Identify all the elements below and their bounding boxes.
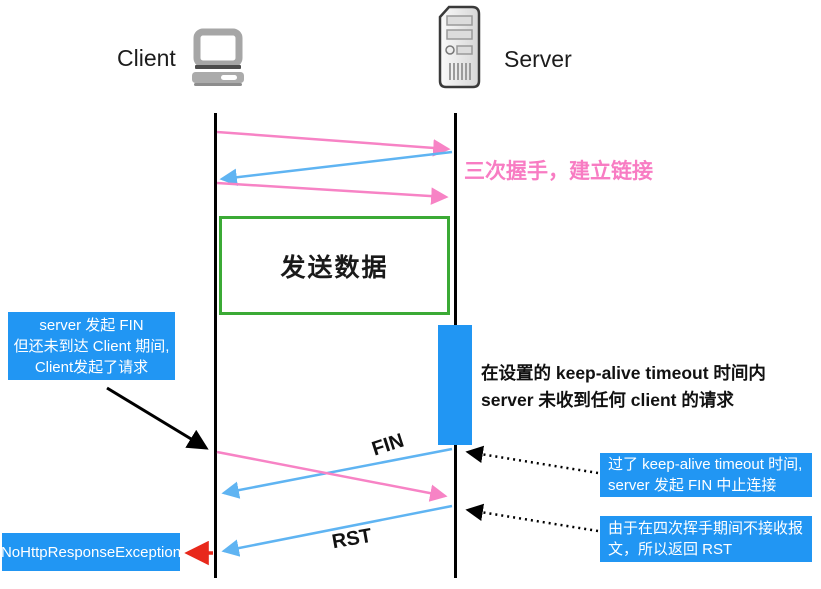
server-power-button	[445, 45, 455, 55]
callout-pointer-arrow	[106, 386, 209, 450]
rst-reason-callout: 由于在四次挥手期间不接收报 文，所以返回 RST	[600, 516, 812, 562]
laptop-screen	[193, 28, 243, 68]
keepalive-note-line-1: 在设置的 keep-alive timeout 时间内	[481, 363, 766, 383]
arrow-syn	[216, 130, 451, 157]
actor-client-label: Client	[117, 45, 176, 71]
timeout-callout-line-2: server 发起 FIN 中止连接	[608, 477, 777, 494]
arrow-rst	[221, 504, 453, 557]
exception-box: NoHttpResponseException	[0, 533, 182, 571]
server-activation-bar	[438, 325, 472, 445]
arrow-syn-ack	[219, 150, 453, 186]
server-bay-1	[446, 15, 473, 26]
server-icon	[438, 5, 481, 89]
laptop-hinge	[195, 65, 241, 69]
server-bay-3	[456, 45, 473, 55]
dotted-pointer-rst-reason	[465, 503, 599, 533]
send-data-label: 发送数据	[280, 253, 389, 282]
timeout-callout: 过了 keep-alive timeout 时间, server 发起 FIN …	[600, 453, 812, 497]
timeout-callout-line-1: 过了 keep-alive timeout 时间,	[608, 456, 803, 473]
arrow-fin	[221, 447, 453, 499]
send-data-box: 发送数据	[219, 216, 450, 315]
laptop-base-slot	[221, 75, 237, 80]
server-bay-2	[446, 29, 473, 40]
laptop-shadow	[194, 83, 242, 86]
laptop-base	[192, 72, 244, 83]
arrow-ack	[216, 181, 449, 205]
left-callout-line-2: 但还未到达 Client 期间,	[13, 337, 170, 355]
rst-reason-callout-line-2: 文，所以返回 RST	[608, 541, 733, 558]
keepalive-note-line-2: server 未收到任何 client 的请求	[481, 390, 734, 410]
handshake-annotation: 三次握手，建立链接	[464, 160, 653, 183]
exception-label: NoHttpResponseException	[0, 543, 182, 561]
server-vents	[449, 63, 471, 80]
actor-server-label: Server	[504, 46, 572, 72]
left-callout: server 发起 FIN 但还未到达 Client 期间, Client发起了…	[8, 312, 175, 380]
arrow-client-request	[216, 450, 448, 502]
left-callout-line-1: server 发起 FIN	[39, 316, 144, 334]
keepalive-note: 在设置的 keep-alive timeout 时间内 server 未收到任何…	[481, 360, 766, 414]
rst-reason-callout-line-1: 由于在四次挥手期间不接收报	[608, 520, 804, 537]
dotted-pointer-timeout	[465, 445, 599, 475]
left-callout-line-3: Client发起了请求	[34, 358, 149, 376]
client-computer-icon	[192, 28, 244, 86]
